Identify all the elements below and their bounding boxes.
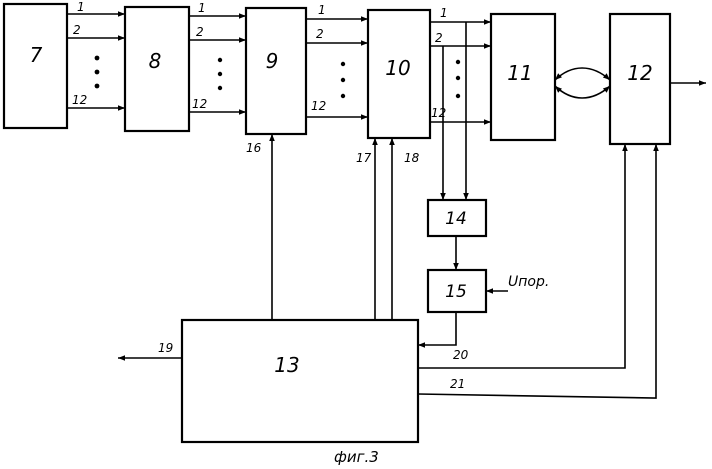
ellipsis-dot: [95, 56, 100, 61]
ellipsis-dot: [341, 62, 345, 66]
line-15-to-13: [418, 312, 456, 345]
ellipsis-dot: [341, 78, 345, 82]
block-10-label: 10: [385, 56, 410, 80]
ellipsis-dot: [456, 76, 460, 80]
reference-input: Uпор.: [486, 274, 549, 291]
control-16: 16: [246, 134, 272, 320]
bus-label-1: 1: [77, 0, 85, 14]
block-12: 12: [610, 14, 670, 144]
signal-label-18: 18: [404, 151, 420, 165]
signal-20: 20: [418, 312, 469, 362]
bus-9-10: 1 2 12: [306, 3, 368, 117]
bus-10-11: 1 2 12: [430, 6, 491, 200]
block-10: 10: [368, 10, 430, 138]
ellipsis-dot: [218, 72, 222, 76]
block-13: 13: [182, 320, 418, 442]
block-12-label: 12: [627, 61, 652, 85]
bus-7-8: 1 2 12: [67, 0, 125, 108]
block-11-label: 11: [507, 61, 532, 85]
link-11-12: [555, 68, 610, 98]
bus-label-1: 1: [440, 6, 448, 20]
ellipsis-dot: [218, 86, 222, 90]
signal-label-19: 19: [158, 341, 173, 355]
bus-label-1: 1: [198, 1, 206, 15]
bidirectional-arrow-upper: [555, 68, 610, 80]
block-7: 7: [4, 4, 67, 128]
block-14-label: 14: [445, 209, 467, 229]
bus-8-9: 1 2 12: [189, 1, 246, 112]
block-8: 8: [125, 7, 189, 131]
bus-label-12: 12: [72, 93, 87, 107]
reference-voltage-label: Uпор.: [508, 274, 549, 290]
block-11: 11: [491, 14, 555, 140]
bus-label-2: 2: [316, 27, 324, 41]
bus-label-1: 1: [318, 3, 326, 17]
ellipsis-dot: [456, 94, 460, 98]
ellipsis-dot: [341, 94, 345, 98]
signal-label-21: 21: [450, 377, 465, 391]
bus-label-2: 2: [196, 25, 204, 39]
block-7-label: 7: [30, 43, 43, 67]
ellipsis-dot: [218, 58, 222, 62]
signal-label-17: 17: [356, 151, 372, 165]
signal-label-20: 20: [453, 348, 469, 362]
signal-label-16: 16: [246, 141, 262, 155]
block-15: 15: [428, 270, 486, 312]
block-9: 9: [246, 8, 306, 134]
ellipsis-dot: [95, 70, 100, 75]
block-8-label: 8: [149, 49, 162, 73]
bus-label-2: 2: [435, 31, 443, 45]
bus-label-2: 2: [73, 23, 81, 37]
block-15-label: 15: [445, 282, 467, 302]
bidirectional-arrow-lower: [555, 86, 610, 98]
ellipsis-dot: [456, 60, 460, 64]
line-13-to-12-a: [418, 144, 625, 368]
block-13-label: 13: [274, 353, 299, 377]
control-18: 18: [392, 138, 420, 320]
signal-19: 19: [118, 341, 182, 358]
figure-caption: фиг.3: [334, 448, 379, 466]
block-9-label: 9: [266, 49, 279, 73]
ellipsis-dot: [95, 84, 100, 89]
control-17: 17: [356, 138, 375, 320]
bus-label-12: 12: [431, 106, 446, 120]
block-14: 14: [428, 200, 486, 236]
bus-label-12: 12: [311, 99, 326, 113]
bus-label-12: 12: [192, 97, 207, 111]
